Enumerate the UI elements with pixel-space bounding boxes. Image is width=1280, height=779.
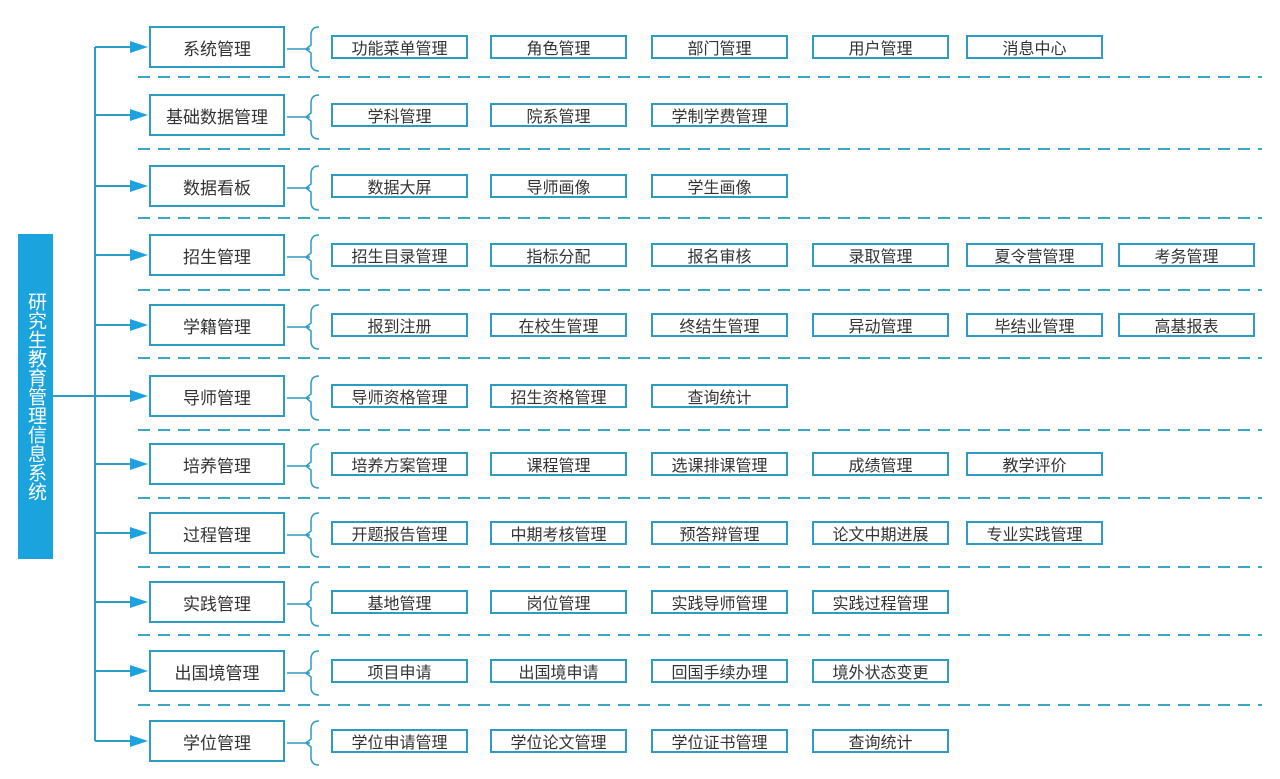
brace (287, 234, 320, 280)
submodule-node[interactable]: 论文中期进展 (812, 521, 949, 545)
submodule-node[interactable]: 选课排课管理 (651, 452, 788, 476)
arrow-icon (130, 319, 148, 331)
submodule-node[interactable]: 数据大屏 (331, 174, 468, 198)
submodule-node[interactable]: 教学评价 (966, 452, 1103, 476)
submodule-node[interactable]: 用户管理 (812, 35, 949, 59)
submodule-node[interactable]: 毕结业管理 (966, 313, 1103, 337)
module-node[interactable]: 实践管理 (149, 581, 285, 623)
submodule-node[interactable]: 学位证书管理 (651, 729, 788, 753)
submodule-node[interactable]: 预答辩管理 (651, 521, 788, 545)
module-node[interactable]: 学籍管理 (149, 304, 285, 346)
submodule-node[interactable]: 异动管理 (812, 313, 949, 337)
submodule-node[interactable]: 实践导师管理 (651, 590, 788, 614)
brace (287, 304, 320, 350)
submodule-node[interactable]: 项目申请 (331, 659, 468, 683)
submodule-node[interactable]: 院系管理 (490, 103, 627, 127)
module-node[interactable]: 系统管理 (149, 26, 285, 68)
submodule-node[interactable]: 课程管理 (490, 452, 627, 476)
submodule-node[interactable]: 功能菜单管理 (331, 35, 468, 59)
submodule-node[interactable]: 开题报告管理 (331, 521, 468, 545)
arrow-icon (130, 390, 148, 402)
brace (287, 512, 320, 558)
module-node[interactable]: 导师管理 (149, 375, 285, 417)
submodule-node[interactable]: 终结生管理 (651, 313, 788, 337)
submodule-node[interactable]: 录取管理 (812, 243, 949, 267)
arrow-icon (130, 41, 148, 53)
submodule-node[interactable]: 招生资格管理 (490, 384, 627, 408)
submodule-node[interactable]: 学位申请管理 (331, 729, 468, 753)
arrow-icon (130, 249, 148, 261)
module-node[interactable]: 基础数据管理 (149, 94, 285, 136)
submodule-node[interactable]: 考务管理 (1118, 243, 1255, 267)
submodule-node[interactable]: 实践过程管理 (812, 590, 949, 614)
submodule-node[interactable]: 专业实践管理 (966, 521, 1103, 545)
arrow-icon (130, 665, 148, 677)
submodule-node[interactable]: 指标分配 (490, 243, 627, 267)
brace (287, 581, 320, 627)
submodule-node[interactable]: 消息中心 (966, 35, 1103, 59)
brace (287, 443, 320, 489)
submodule-node[interactable]: 高基报表 (1118, 313, 1255, 337)
arrow-icon (130, 180, 148, 192)
submodule-node[interactable]: 中期考核管理 (490, 521, 627, 545)
submodule-node[interactable]: 导师画像 (490, 174, 627, 198)
module-node[interactable]: 过程管理 (149, 512, 285, 554)
submodule-node[interactable]: 境外状态变更 (812, 659, 949, 683)
arrow-icon (130, 109, 148, 121)
module-node[interactable]: 数据看板 (149, 165, 285, 207)
arrow-icon (130, 527, 148, 539)
root-node: 研究生教育管理信息系统 (18, 234, 53, 559)
submodule-node[interactable]: 基地管理 (331, 590, 468, 614)
submodule-node[interactable]: 出国境申请 (490, 659, 627, 683)
module-node[interactable]: 学位管理 (149, 720, 285, 762)
brace (287, 650, 320, 696)
submodule-node[interactable]: 学位论文管理 (490, 729, 627, 753)
module-node[interactable]: 招生管理 (149, 234, 285, 276)
submodule-node[interactable]: 查询统计 (651, 384, 788, 408)
submodule-node[interactable]: 招生目录管理 (331, 243, 468, 267)
arrow-icon (130, 735, 148, 747)
submodule-node[interactable]: 查询统计 (812, 729, 949, 753)
submodule-node[interactable]: 导师资格管理 (331, 384, 468, 408)
submodule-node[interactable]: 培养方案管理 (331, 452, 468, 476)
submodule-node[interactable]: 部门管理 (651, 35, 788, 59)
submodule-node[interactable]: 报到注册 (331, 313, 468, 337)
submodule-node[interactable]: 学制学费管理 (651, 103, 788, 127)
submodule-node[interactable]: 成绩管理 (812, 452, 949, 476)
arrow-icon (130, 458, 148, 470)
submodule-node[interactable]: 报名审核 (651, 243, 788, 267)
submodule-node[interactable]: 学生画像 (651, 174, 788, 198)
brace (287, 94, 320, 140)
submodule-node[interactable]: 在校生管理 (490, 313, 627, 337)
brace (287, 26, 320, 72)
module-node[interactable]: 培养管理 (149, 443, 285, 485)
submodule-node[interactable]: 学科管理 (331, 103, 468, 127)
submodule-node[interactable]: 夏令营管理 (966, 243, 1103, 267)
submodule-node[interactable]: 角色管理 (490, 35, 627, 59)
submodule-node[interactable]: 岗位管理 (490, 590, 627, 614)
brace (287, 165, 320, 211)
brace (287, 375, 320, 421)
submodule-node[interactable]: 回国手续办理 (651, 659, 788, 683)
arrow-icon (130, 596, 148, 608)
module-node[interactable]: 出国境管理 (149, 650, 285, 692)
brace (287, 720, 320, 766)
